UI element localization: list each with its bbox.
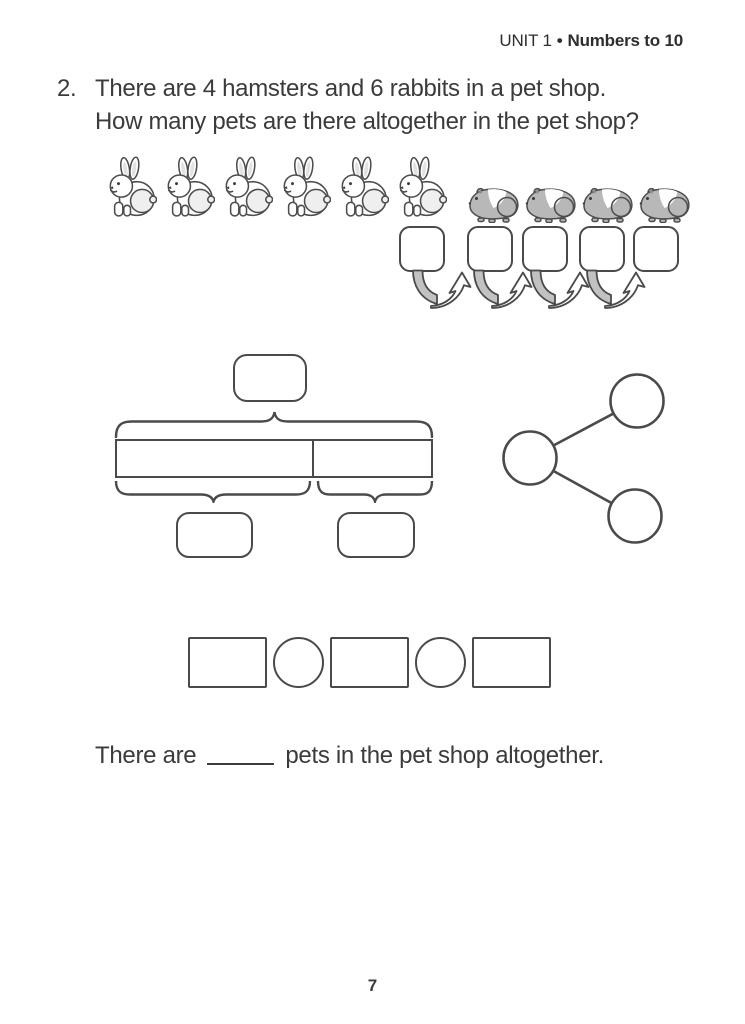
count-on-box[interactable] xyxy=(633,226,679,272)
answer-blank[interactable] xyxy=(207,745,275,765)
count-on-arrow-row xyxy=(399,269,689,311)
bar-model-total-box[interactable] xyxy=(233,354,307,402)
operator-slot-circle[interactable] xyxy=(273,637,324,688)
page-header: UNIT 1•Numbers to 10 xyxy=(499,31,683,51)
brace-down-right-icon xyxy=(316,481,434,503)
hamster-icon xyxy=(467,187,519,223)
number-slot-box[interactable] xyxy=(472,637,551,688)
header-bullet: • xyxy=(556,31,563,50)
bar-model-part-box-right[interactable] xyxy=(337,512,415,558)
count-on-arrow-icon xyxy=(412,269,472,309)
number-bond-diagram xyxy=(502,373,665,544)
question-line-1: There are 4 hamsters and 6 rabbits in a … xyxy=(95,75,606,102)
count-on-box[interactable] xyxy=(467,226,513,272)
number-bond-whole-circle[interactable] xyxy=(502,430,558,486)
answer-sentence: There are pets in the pet shop altogether… xyxy=(95,742,604,770)
bar-model-part-box-left[interactable] xyxy=(176,512,253,558)
unit-label: UNIT 1 xyxy=(499,31,552,50)
count-on-arrow-icon xyxy=(586,269,646,309)
sentence-before-blank: There are xyxy=(95,742,197,769)
hamster-row xyxy=(467,185,690,223)
hamster-icon xyxy=(581,187,633,223)
rabbit-icon xyxy=(283,156,331,217)
section-title: Numbers to 10 xyxy=(567,31,684,50)
bar-model-right-cell[interactable] xyxy=(314,441,431,476)
question-text: There are 4 hamsters and 6 rabbits in a … xyxy=(95,72,639,138)
bar-model-left-cell[interactable] xyxy=(117,441,314,476)
operator-slot-circle[interactable] xyxy=(415,637,466,688)
count-on-box[interactable] xyxy=(522,226,568,272)
page-number: 7 xyxy=(367,976,378,995)
number-sentence-frame xyxy=(188,637,551,688)
question-block: 2. There are 4 hamsters and 6 rabbits in… xyxy=(57,72,639,138)
rabbit-icon xyxy=(225,156,273,217)
count-on-box-row xyxy=(399,226,679,272)
number-slot-box[interactable] xyxy=(188,637,267,688)
hamster-icon xyxy=(524,187,576,223)
rabbit-icon xyxy=(109,156,157,217)
count-on-box[interactable] xyxy=(399,226,445,272)
number-bond-part-circle-top[interactable] xyxy=(609,373,665,429)
number-slot-box[interactable] xyxy=(330,637,409,688)
rabbit-icon xyxy=(167,156,215,217)
brace-down-left-icon xyxy=(114,481,312,503)
bar-model-bar xyxy=(115,439,433,478)
number-bond-part-circle-bottom[interactable] xyxy=(607,488,663,544)
rabbit-row xyxy=(105,156,447,218)
hamster-icon xyxy=(638,187,690,223)
sentence-after-blank: pets in the pet shop altogether. xyxy=(285,742,605,769)
count-on-box[interactable] xyxy=(579,226,625,272)
rabbit-icon xyxy=(399,156,447,217)
question-line-2: How many pets are there altogether in th… xyxy=(95,108,639,135)
rabbit-icon xyxy=(341,156,389,217)
question-number: 2. xyxy=(57,75,77,102)
brace-up-icon xyxy=(114,411,434,438)
